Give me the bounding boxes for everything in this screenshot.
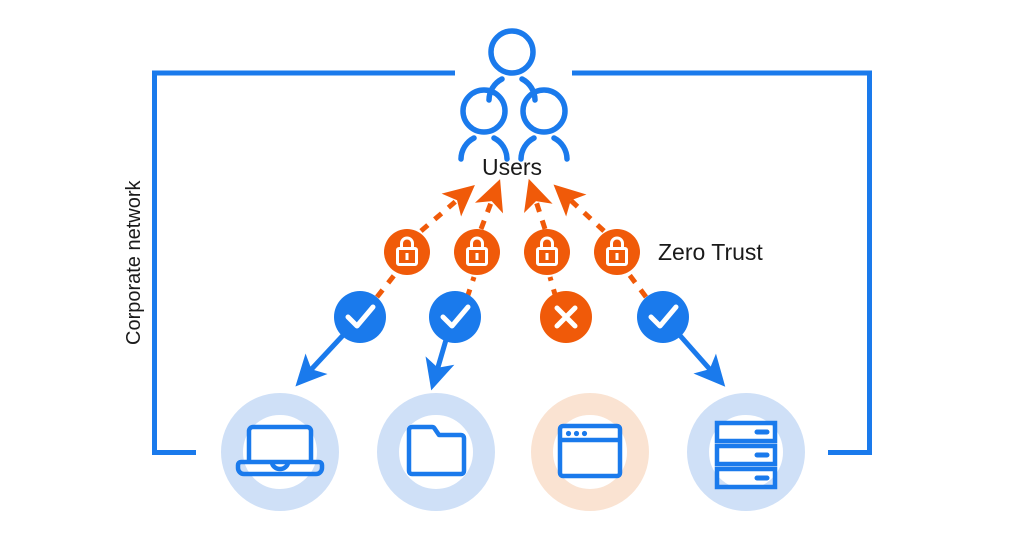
laptop-notch — [269, 461, 291, 472]
lock-body-1 — [396, 247, 418, 266]
allow-circle-4 — [637, 291, 689, 343]
users-icon — [458, 28, 570, 162]
decision-badge-1[interactable] — [334, 291, 386, 343]
lock-icon — [466, 236, 488, 266]
resource-folder[interactable] — [377, 393, 495, 511]
cross-icon — [554, 305, 578, 329]
allow-circle-2 — [429, 291, 481, 343]
lock-shackle-2 — [470, 236, 484, 248]
lock-body-4 — [606, 247, 628, 266]
browser-dot-2 — [573, 430, 580, 437]
browser-window-icon — [557, 423, 623, 479]
decision-badge-2[interactable] — [429, 291, 481, 343]
users-label: Users — [482, 154, 542, 180]
check-icon — [648, 304, 679, 329]
upstream-arrow-3 — [524, 178, 553, 230]
laptop-screen — [246, 424, 314, 460]
downstream-arrow-1 — [295, 329, 349, 387]
lock-body-2 — [466, 247, 488, 266]
server-unit-3 — [714, 466, 778, 490]
user-shoulder-top-left — [486, 76, 505, 103]
browser-dot-1 — [565, 430, 572, 437]
resource-ring-3 — [531, 393, 649, 511]
laptop-icon — [235, 424, 325, 477]
lock-circle-1 — [384, 229, 430, 275]
downstream-arrow-4 — [674, 329, 726, 387]
gate-lock-2[interactable] — [454, 229, 500, 275]
user-shoulder-top-right — [519, 76, 538, 103]
browser-frame — [557, 423, 623, 479]
gate-link-4 — [626, 271, 648, 299]
resource-browser-window[interactable] — [531, 393, 649, 511]
lock-circle-4 — [594, 229, 640, 275]
corporate-network-label: Corporate network — [123, 179, 145, 345]
lock-shackle-3 — [540, 236, 554, 248]
gate-link-1 — [375, 271, 398, 299]
check-icon — [440, 304, 471, 329]
resource-ring-4 — [687, 393, 805, 511]
user-head-right — [520, 87, 568, 135]
user-head-left — [460, 87, 508, 135]
lock-shackle-4 — [610, 236, 624, 248]
lock-shackle-1 — [400, 236, 414, 248]
resource-ring-2 — [377, 393, 495, 511]
server-unit-2 — [714, 443, 778, 467]
lock-body-3 — [536, 247, 558, 266]
lock-keyhole-3 — [545, 253, 549, 260]
decision-badge-4[interactable] — [637, 291, 689, 343]
lock-circle-3 — [524, 229, 570, 275]
user-shoulder-right-b — [551, 135, 570, 162]
lock-circle-2 — [454, 229, 500, 275]
resource-ring-1 — [221, 393, 339, 511]
lock-keyhole-2 — [475, 253, 479, 260]
resource-laptop[interactable] — [221, 393, 339, 511]
gate-lock-4[interactable] — [594, 229, 640, 275]
zero-trust-label: Zero Trust — [658, 239, 763, 265]
upstream-arrow-4 — [553, 184, 606, 233]
corporate-network-boundary — [152, 70, 872, 455]
upstream-arrow-1 — [419, 184, 475, 233]
lock-icon — [396, 236, 418, 266]
user-shoulder-right-a — [518, 135, 537, 162]
upstream-arrow-2 — [474, 179, 504, 230]
user-shoulder-left-b — [491, 135, 510, 162]
gate-lock-3[interactable] — [524, 229, 570, 275]
user-head-top — [488, 28, 536, 76]
folder-icon — [406, 424, 467, 477]
upstream-connections — [419, 178, 606, 233]
allow-circle-1 — [334, 291, 386, 343]
user-shoulder-left-a — [458, 135, 477, 162]
lock-keyhole-1 — [405, 253, 409, 260]
check-icon — [345, 304, 376, 329]
gate-link-connections — [375, 271, 648, 299]
gate-link-2 — [464, 276, 477, 299]
decision-badge-3[interactable] — [540, 291, 592, 343]
browser-dot-3 — [581, 430, 588, 437]
laptop-base — [235, 459, 325, 477]
resource-server-rack[interactable] — [687, 393, 805, 511]
lock-keyhole-4 — [615, 253, 619, 260]
gate-lock-1[interactable] — [384, 229, 430, 275]
server-rack-icon — [714, 420, 778, 490]
lock-icon — [536, 236, 558, 266]
server-unit-1 — [714, 420, 778, 444]
lock-icon — [606, 236, 628, 266]
